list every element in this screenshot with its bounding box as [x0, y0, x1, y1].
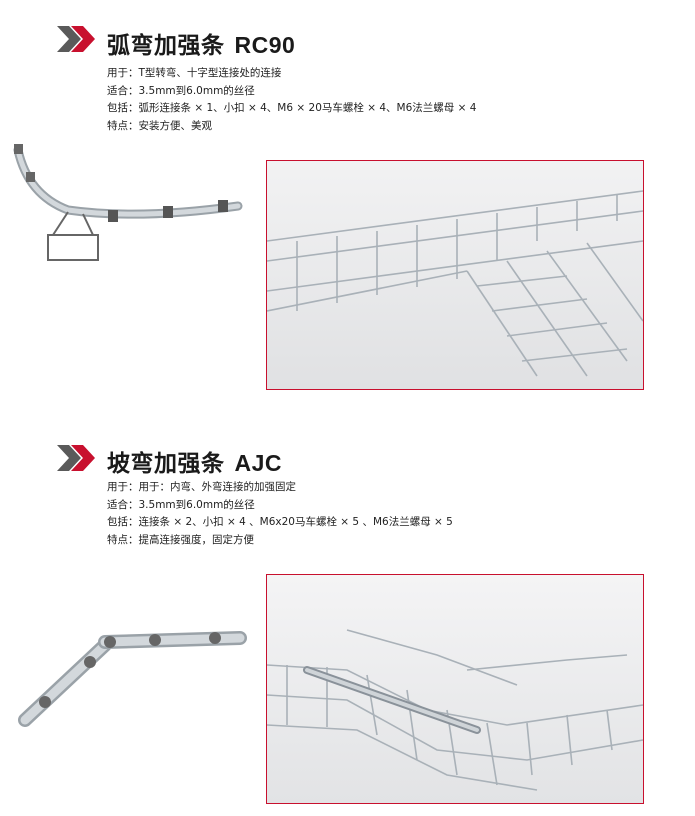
- spec-features: 特点：安装方便、美观: [107, 118, 476, 136]
- double-chevron-icon: [57, 26, 95, 52]
- spec-usage: 用于：用于：内弯、外弯连接的加强固定: [107, 479, 453, 497]
- spec-fit: 适合：3.5mm到6.0mm的丝径: [107, 497, 453, 515]
- rc90-product-image: [13, 144, 243, 261]
- wire-tray-slope-illustration: [267, 575, 643, 803]
- spec-label: 特点：: [107, 119, 139, 132]
- spec-label: 包括：: [107, 102, 139, 114]
- ajc-product-image: [18, 631, 247, 727]
- spec-label: 包括：: [107, 516, 139, 528]
- spec-includes: 包括：连接条 × 2、小扣 × 4 、M6x20马车螺栓 × 5 、M6法兰螺母…: [107, 514, 453, 532]
- spec-value: 3.5mm到6.0mm的丝径: [138, 84, 255, 97]
- product-section-rc90: 弧弯加强条 RC90 用于：T型转弯、十字型连接处的连接 适合：3.5mm到6.0…: [0, 0, 695, 400]
- section-title: 弧弯加强条 RC90: [107, 26, 295, 60]
- spec-value: 用于：内弯、外弯连接的加强固定: [138, 481, 297, 493]
- ajc-installation-photo: [266, 574, 644, 804]
- spec-includes: 包括：弧形连接条 × 1、小扣 × 4、M6 × 20马车螺栓 × 4、M6法兰…: [107, 100, 476, 118]
- spec-fit: 适合：3.5mm到6.0mm的丝径: [107, 83, 476, 101]
- product-code: AJC: [234, 450, 283, 476]
- spec-value: 安装方便、美观: [138, 119, 213, 132]
- spec-label: 用于：: [107, 67, 139, 79]
- section-title: 坡弯加强条 AJC: [107, 444, 282, 478]
- spec-value: 弧形连接条 × 1、小扣 × 4、M6 × 20马车螺栓 × 4、M6法兰螺母 …: [138, 102, 477, 114]
- spec-label: 用于：: [107, 481, 139, 493]
- spec-usage: 用于：T型转弯、十字型连接处的连接: [107, 65, 476, 83]
- spec-list: 用于：用于：内弯、外弯连接的加强固定 适合：3.5mm到6.0mm的丝径 包括：…: [107, 479, 453, 549]
- spec-value: 3.5mm到6.0mm的丝径: [138, 498, 255, 511]
- spec-value: 连接条 × 2、小扣 × 4 、M6x20马车螺栓 × 5 、M6法兰螺母 × …: [138, 516, 453, 528]
- double-chevron-icon: [57, 445, 95, 471]
- spec-value: T型转弯、十字型连接处的连接: [138, 67, 282, 79]
- spec-label: 适合：: [107, 498, 139, 511]
- rc90-installation-photo: [266, 160, 644, 390]
- product-code: RC90: [234, 32, 296, 58]
- spec-label: 特点：: [107, 533, 139, 546]
- title-text: 弧弯加强条: [107, 33, 225, 59]
- product-section-ajc: 坡弯加强条 AJC 用于：用于：内弯、外弯连接的加强固定 适合：3.5mm到6.0…: [0, 430, 695, 816]
- title-text: 坡弯加强条: [107, 451, 225, 477]
- spec-label: 适合：: [107, 84, 139, 97]
- spec-list: 用于：T型转弯、十字型连接处的连接 适合：3.5mm到6.0mm的丝径 包括：弧…: [107, 65, 476, 135]
- wire-tray-tjunction-illustration: [267, 161, 643, 389]
- spec-features: 特点：提高连接强度，固定方便: [107, 532, 453, 550]
- spec-value: 提高连接强度，固定方便: [138, 533, 255, 546]
